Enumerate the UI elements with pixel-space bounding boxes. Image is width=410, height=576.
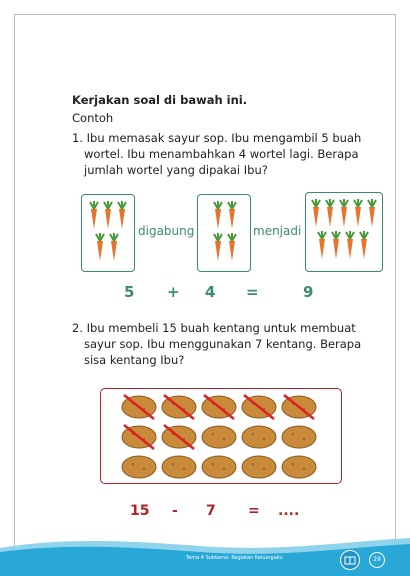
potato-icon <box>281 394 317 420</box>
carrot-icon <box>339 199 349 227</box>
word-menjadi: menjadi <box>253 224 302 238</box>
carrot-icon <box>227 201 237 229</box>
carrot-icon <box>103 201 113 229</box>
footer-wave <box>0 538 410 576</box>
question-2-text: 2. Ibu membeli 15 buah kentang untuk mem… <box>72 321 362 367</box>
carrot-icon <box>95 233 105 261</box>
potato-icon <box>241 455 277 479</box>
eq1-equals: = <box>246 283 259 301</box>
carrot-group-4 <box>197 194 251 272</box>
potato-icon <box>121 455 157 479</box>
carrot-icon <box>311 199 321 227</box>
potato-icon <box>241 394 277 420</box>
question-1-text: 1. Ibu memasak sayur sop. Ibu mengambil … <box>72 131 362 177</box>
carrot-icon <box>359 231 369 259</box>
potato-icon <box>161 424 197 450</box>
eq2-minus: - <box>172 503 178 519</box>
potato-icon <box>201 425 237 449</box>
example-label: Contoh <box>72 111 114 125</box>
carrot-icon <box>345 231 355 259</box>
carrot-icon <box>331 231 341 259</box>
eq2-num-b: 7 <box>206 503 216 519</box>
carrot-icon <box>353 199 363 227</box>
carrots-5-icon <box>89 201 127 261</box>
potato-group <box>100 388 342 484</box>
carrot-group-5 <box>81 194 135 272</box>
potato-icon <box>281 455 317 479</box>
eq2-num-a: 15 <box>130 503 150 519</box>
instruction-heading: Kerjakan soal di bawah ini. <box>72 93 248 107</box>
potato-icon <box>121 424 157 450</box>
potato-icon <box>201 455 237 479</box>
carrots-9-icon <box>311 199 377 259</box>
eq1-num-b: 4 <box>205 283 216 301</box>
carrot-icon <box>367 199 377 227</box>
carrots-4-icon <box>213 201 237 261</box>
carrot-icon <box>89 201 99 229</box>
carrot-group-9 <box>305 192 383 272</box>
page-number: 29 <box>369 552 385 568</box>
potato-icon <box>241 425 277 449</box>
carrot-icon <box>213 233 223 261</box>
potato-icon <box>161 455 197 479</box>
carrot-icon <box>317 231 327 259</box>
carrot-icon <box>117 201 127 229</box>
potatoes-icon <box>121 394 317 479</box>
word-digabung: digabung <box>138 224 195 238</box>
potato-icon <box>201 394 237 420</box>
page-border <box>14 14 396 576</box>
carrot-icon <box>325 199 335 227</box>
eq2-answer-blank: .... <box>278 503 300 519</box>
potato-icon <box>161 394 197 420</box>
eq1-num-a: 5 <box>124 283 135 301</box>
eq1-result: 9 <box>303 283 314 301</box>
footer-theme-text: Tema 4 Subtema: Kegiatan Keluargaku <box>186 555 283 561</box>
carrot-icon <box>227 233 237 261</box>
book-icon <box>340 550 360 570</box>
potato-icon <box>281 425 317 449</box>
eq1-plus: + <box>167 283 180 301</box>
carrot-icon <box>109 233 119 261</box>
potato-icon <box>121 394 157 420</box>
eq2-equals: = <box>248 503 260 519</box>
carrot-icon <box>213 201 223 229</box>
